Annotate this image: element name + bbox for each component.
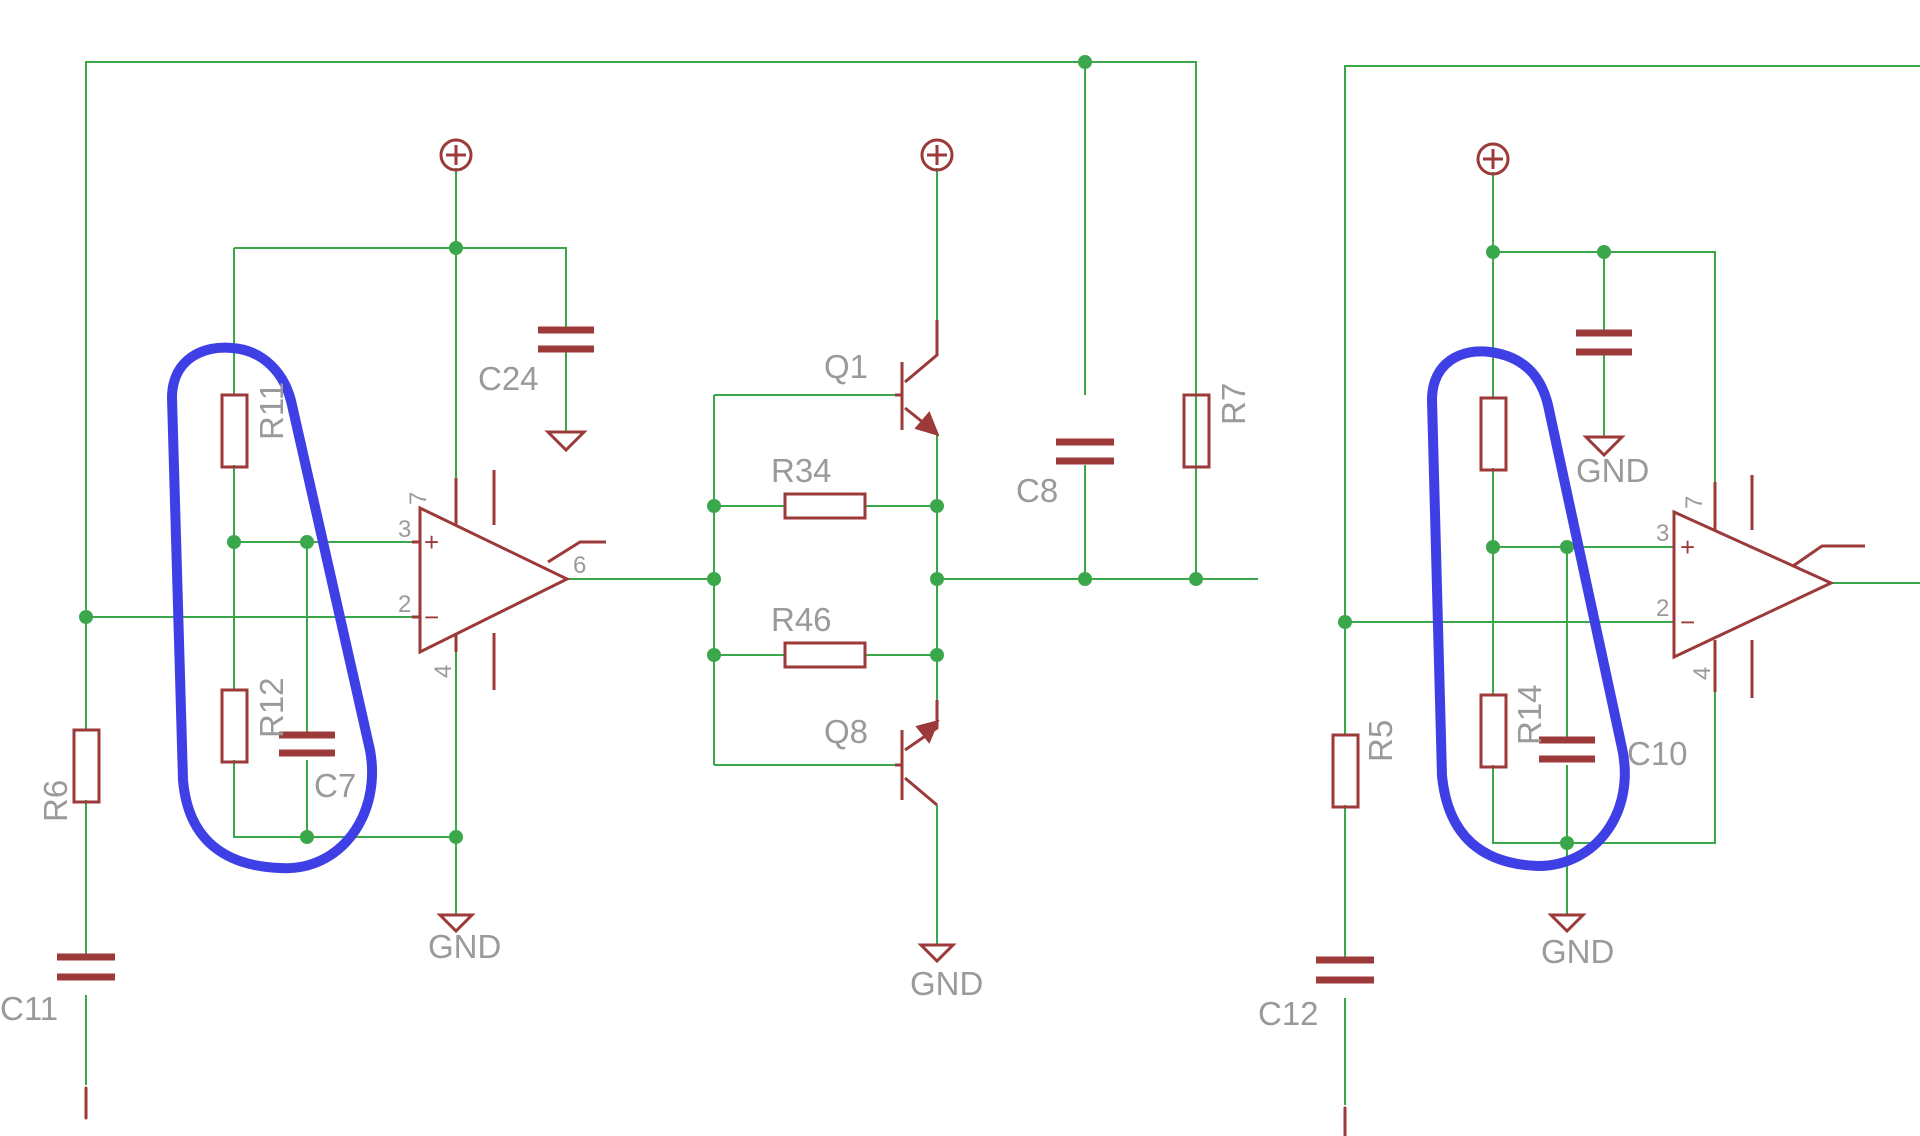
pin-u1-3: 3	[398, 516, 411, 543]
resistor-r14	[1479, 396, 1508, 472]
u2-plus-sign: +	[1680, 532, 1695, 562]
label-r46: R46	[771, 601, 832, 638]
component-labels: C24 R11 R12 C7 R6 C11 GND Q1 R34 R46 Q8 …	[0, 348, 1688, 1032]
gnd-symbol	[436, 913, 476, 934]
label-r11: R11	[253, 382, 290, 440]
label-c24: C24	[478, 360, 539, 397]
opamp-u2	[1672, 475, 1865, 698]
junction-dot	[449, 241, 463, 255]
opamp-u1	[412, 470, 606, 690]
capacitor-c7	[279, 731, 335, 757]
gnd-symbol	[1582, 435, 1626, 458]
resistor-r14b	[1479, 693, 1508, 769]
capacitor-c-right-top	[1576, 329, 1632, 356]
u1-plus-sign: +	[424, 527, 439, 557]
pin-u1-4: 4	[430, 665, 457, 678]
capacitor-c11	[57, 953, 115, 981]
capacitor-c10	[1539, 736, 1595, 763]
opamp-signs: + − + −	[424, 527, 1695, 637]
supply-plus-left	[439, 138, 473, 172]
junction-dot	[300, 535, 314, 549]
pin-u2-3: 3	[1656, 520, 1669, 547]
label-c10: C10	[1627, 735, 1688, 772]
label-r12: R12	[253, 677, 290, 738]
resistor-r11	[220, 393, 249, 469]
resistor-r46	[783, 641, 867, 669]
pin-u1-2: 2	[398, 591, 411, 618]
junction-dot	[930, 499, 944, 513]
pin-u2-4: 4	[1689, 667, 1716, 680]
pin-u1-6: 6	[573, 552, 586, 579]
resistor-r34	[783, 492, 867, 520]
label-q8: Q8	[824, 713, 868, 750]
label-gnd-right-bottom: GND	[1541, 933, 1614, 970]
junction-dot	[1078, 55, 1092, 69]
junction-dot	[227, 535, 241, 549]
u2-minus-sign: −	[1680, 607, 1695, 637]
highlight-loop-left	[166, 342, 378, 874]
label-r6: R6	[37, 780, 74, 822]
junction-dot	[79, 610, 93, 624]
label-r14: R14	[1511, 684, 1548, 745]
junction-dot	[707, 648, 721, 662]
label-gnd-left: GND	[428, 928, 501, 965]
junctions	[79, 55, 1611, 850]
junction-dot	[300, 830, 314, 844]
junction-dot	[1486, 540, 1500, 554]
junction-dot	[1078, 572, 1092, 586]
junction-dot	[930, 648, 944, 662]
label-gnd-right-top: GND	[1576, 452, 1649, 489]
supply-plus-right	[1476, 142, 1510, 176]
junction-dot	[449, 830, 463, 844]
resistor-r6	[72, 728, 101, 804]
junction-dot	[1597, 245, 1611, 259]
transistor-q8	[895, 700, 940, 807]
pin-u2-7: 7	[1681, 496, 1708, 509]
label-r34: R34	[771, 452, 832, 489]
gnd-symbol	[1547, 913, 1587, 934]
label-gnd-mid: GND	[910, 965, 983, 1002]
supply-plus-mid	[920, 138, 954, 172]
label-r7: R7	[1215, 383, 1252, 425]
label-r5: R5	[1362, 720, 1399, 762]
gnd-symbol	[544, 430, 588, 453]
capacitor-c8	[1056, 438, 1114, 465]
junction-dot	[1189, 572, 1203, 586]
junction-dot	[707, 499, 721, 513]
junction-dot	[1338, 615, 1352, 629]
label-c7: C7	[314, 767, 356, 804]
resistor-r5	[1331, 733, 1360, 809]
label-q1: Q1	[824, 348, 868, 385]
pin-numbers: 7 3 2 4 6 7 3 2 4	[398, 492, 1716, 680]
u1-minus-sign: −	[424, 602, 439, 632]
junction-dot	[1560, 836, 1574, 850]
label-c8: C8	[1016, 472, 1058, 509]
resistor-r7	[1182, 393, 1211, 469]
transistor-q1	[895, 320, 940, 437]
junction-dot	[930, 572, 944, 586]
resistor-r12	[220, 688, 249, 764]
capacitor-c12	[1316, 956, 1374, 984]
junction-dot	[1560, 540, 1574, 554]
junction-dot	[707, 572, 721, 586]
highlight-loop-right	[1426, 346, 1630, 872]
pin-u1-7: 7	[405, 492, 432, 505]
capacitor-c24	[538, 326, 594, 353]
pin-u2-2: 2	[1656, 595, 1669, 622]
label-c11: C11	[0, 990, 58, 1027]
junction-dot	[1486, 245, 1500, 259]
label-c12: C12	[1258, 995, 1319, 1032]
wires	[85, 61, 1920, 1105]
gnd-symbol	[917, 943, 957, 964]
